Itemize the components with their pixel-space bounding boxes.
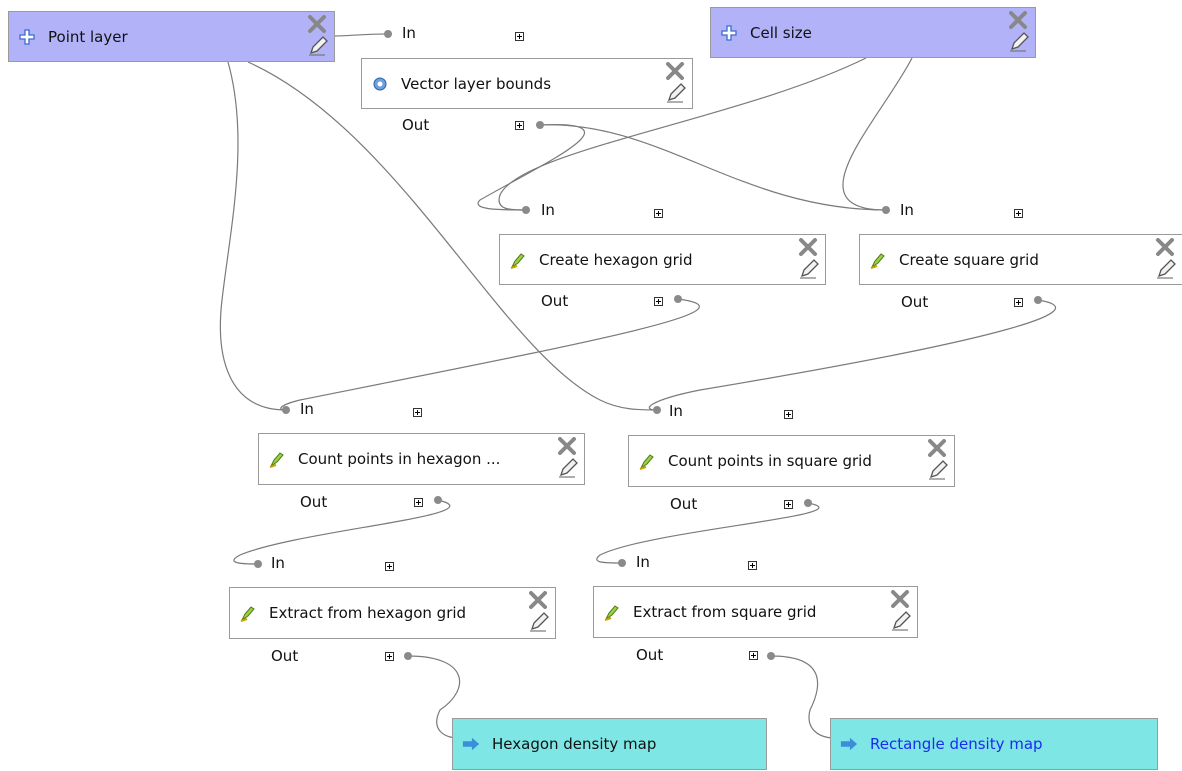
input-node-point-layer[interactable]: Point layer — [8, 11, 335, 62]
edit-pencil-icon[interactable] — [664, 80, 686, 104]
wire-bounds-out-to-hex-in — [477, 123, 585, 211]
qgis-algorithm-icon — [268, 450, 286, 468]
node-label: Point layer — [48, 27, 128, 46]
delete-icon[interactable] — [307, 15, 327, 33]
algorithm-node-create-square-grid[interactable]: Create square grid — [859, 234, 1182, 285]
node-label: Extract from hexagon grid — [269, 604, 467, 622]
expand-in-icon[interactable] — [1014, 209, 1023, 218]
port-in-label: In — [402, 24, 416, 42]
qgis-algorithm-icon — [239, 604, 257, 622]
delete-icon[interactable] — [927, 439, 947, 457]
edit-pencil-icon[interactable] — [556, 455, 578, 479]
expand-in-icon[interactable] — [515, 32, 524, 41]
wire-cellsize-to-sq-in — [842, 57, 913, 211]
output-node-rectangle-density-map[interactable]: Rectangle density map — [830, 718, 1158, 770]
node-label: Hexagon density map — [492, 735, 657, 753]
algorithm-node-count-points-square[interactable]: Count points in square grid — [628, 435, 955, 487]
port-out-label: Out — [670, 495, 698, 513]
plus-cross-icon — [720, 24, 738, 42]
plus-cross-icon — [18, 28, 36, 46]
edit-pencil-icon[interactable] — [306, 33, 328, 57]
delete-icon[interactable] — [1155, 238, 1175, 256]
edit-pencil-icon[interactable] — [1154, 256, 1176, 280]
node-label: Create square grid — [899, 250, 1039, 269]
port-in-label: In — [541, 201, 555, 219]
edit-pencil-icon[interactable] — [926, 457, 948, 481]
expand-out-icon[interactable] — [749, 651, 758, 660]
expand-out-icon[interactable] — [784, 500, 793, 509]
port-out-label: Out — [901, 293, 929, 311]
port-out-label: Out — [636, 646, 664, 664]
expand-out-icon[interactable] — [1014, 298, 1023, 307]
edit-pencil-icon[interactable] — [527, 609, 549, 633]
expand-in-icon[interactable] — [654, 209, 663, 218]
node-label: Vector layer bounds — [401, 74, 552, 93]
wire-bounds-out-to-sq-in — [539, 124, 887, 211]
expand-out-icon[interactable] — [414, 498, 423, 507]
delete-icon[interactable] — [528, 591, 548, 609]
wire-counthex-to-extract — [233, 499, 450, 565]
expand-out-icon[interactable] — [385, 652, 394, 661]
wire-extractsq-to-map — [770, 655, 836, 739]
node-label: Count points in square grid — [668, 452, 872, 470]
wire-point-to-bounds-in — [333, 33, 389, 37]
port-out-label: Out — [271, 647, 299, 665]
node-label: Cell size — [750, 23, 812, 42]
qgis-algorithm-icon — [869, 251, 887, 269]
node-label: Rectangle density map — [870, 735, 1043, 753]
algorithm-node-vector-bounds[interactable]: Vector layer bounds — [361, 58, 693, 109]
delete-icon[interactable] — [1008, 11, 1028, 29]
delete-icon[interactable] — [665, 62, 685, 80]
expand-out-icon[interactable] — [654, 297, 663, 306]
algorithm-node-extract-square[interactable]: Extract from square grid — [593, 586, 918, 638]
expand-in-icon[interactable] — [385, 562, 394, 571]
wire-countsq-to-extract — [596, 502, 820, 564]
expand-in-icon[interactable] — [748, 561, 757, 570]
port-in-label: In — [636, 553, 650, 571]
wire-hexgrid-to-count-hex — [280, 298, 700, 411]
delete-icon[interactable] — [890, 590, 910, 608]
node-label: Extract from square grid — [633, 603, 817, 621]
expand-out-icon[interactable] — [515, 121, 524, 130]
delete-icon[interactable] — [557, 437, 577, 455]
port-in-label: In — [669, 402, 683, 420]
algorithm-node-extract-hexagon[interactable]: Extract from hexagon grid — [229, 587, 556, 639]
port-in-label: In — [300, 400, 314, 418]
port-in-label: In — [900, 201, 914, 219]
edit-pencil-icon[interactable] — [889, 608, 911, 632]
delete-icon[interactable] — [798, 238, 818, 256]
edit-pencil-icon[interactable] — [797, 256, 819, 280]
port-out-label: Out — [300, 493, 328, 511]
algorithm-node-count-points-hexagon[interactable]: Count points in hexagon ... — [258, 433, 585, 485]
edit-pencil-icon[interactable] — [1007, 29, 1029, 53]
wire-point-to-count-hex — [219, 61, 287, 411]
input-node-cell-size[interactable]: Cell size — [710, 7, 1036, 58]
algorithm-node-create-hexagon-grid[interactable]: Create hexagon grid — [499, 234, 826, 285]
port-in-label: In — [271, 554, 285, 572]
qgis-algorithm-icon — [603, 603, 621, 621]
port-out-label: Out — [402, 116, 430, 134]
gear-icon — [371, 75, 389, 93]
output-node-hexagon-density-map[interactable]: Hexagon density map — [452, 718, 767, 770]
expand-in-icon[interactable] — [784, 410, 793, 419]
expand-in-icon[interactable] — [413, 408, 422, 417]
node-label: Create hexagon grid — [539, 250, 693, 269]
qgis-algorithm-icon — [509, 251, 527, 269]
node-label: Count points in hexagon ... — [298, 450, 501, 468]
qgis-algorithm-icon — [638, 452, 656, 470]
wire-sqgrid-to-count-sq — [648, 299, 1057, 411]
arrow-right-icon — [840, 735, 858, 753]
arrow-right-icon — [462, 735, 480, 753]
port-out-label: Out — [541, 292, 569, 310]
